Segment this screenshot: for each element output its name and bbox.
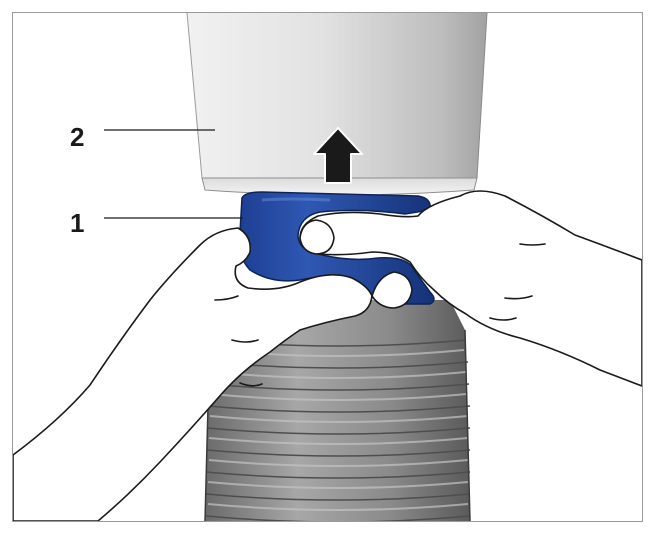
grey-top-housing [186, 13, 488, 196]
callout-leaders [104, 129, 243, 219]
callout-1-label: 1 [70, 208, 85, 238]
callout-2-label: 2 [70, 122, 85, 152]
left-hand [13, 227, 413, 521]
up-arrow-icon [313, 127, 363, 184]
right-hand [299, 190, 642, 387]
